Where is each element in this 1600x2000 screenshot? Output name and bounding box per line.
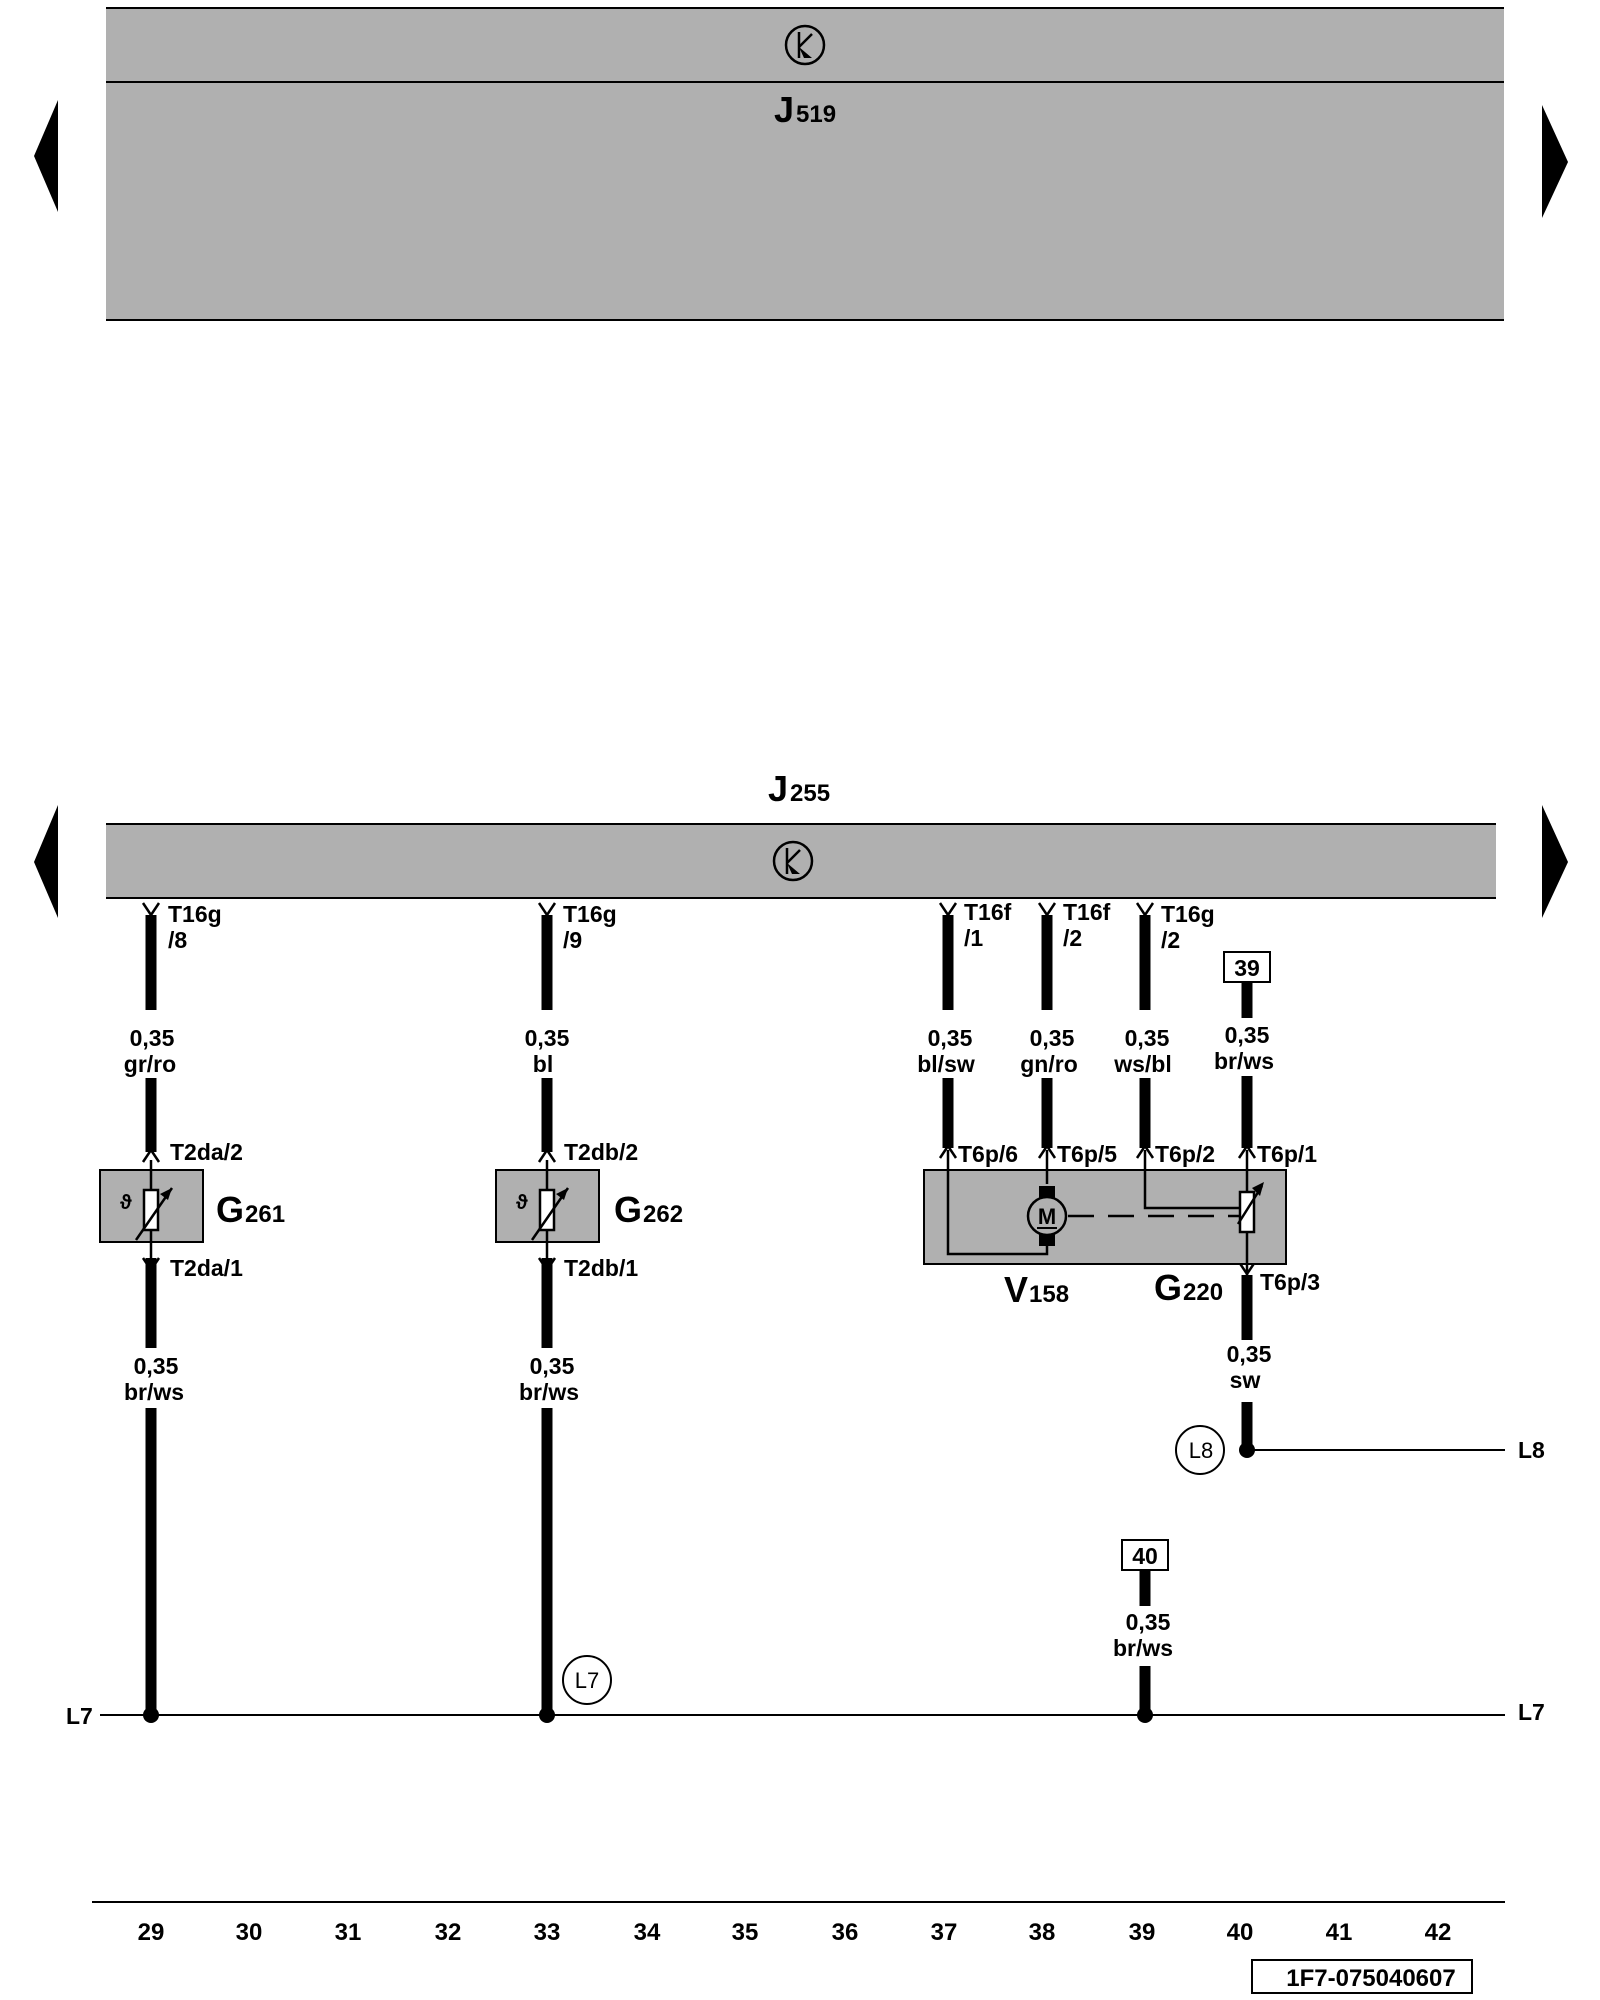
- reference-box-40[interactable]: 40: [1121, 1539, 1169, 1571]
- k-circle-icon: [772, 840, 814, 882]
- bus-label: L7: [1518, 1699, 1545, 1725]
- reference-box-39[interactable]: 39: [1223, 951, 1271, 983]
- wire-cross-section: 0,35: [525, 1025, 570, 1051]
- wire-color: sw: [1230, 1367, 1261, 1393]
- control-unit-label: J255: [768, 768, 830, 809]
- component-label: G262: [614, 1189, 683, 1230]
- ground-connection-l8: L8 L8: [1175, 1425, 1545, 1475]
- svg-text:ϑ: ϑ: [516, 1192, 528, 1214]
- column-number: 38: [1029, 1919, 1056, 1946]
- connector-label: /1: [964, 925, 983, 951]
- wire-cross-section: 0,35: [1030, 1025, 1075, 1051]
- component-label: G261: [216, 1189, 285, 1230]
- column-number: 35: [732, 1919, 759, 1946]
- sensor-g261: ϑ G261: [99, 1160, 285, 1258]
- column-ruler: 29 30 31 32 33 34 35 36 37 38 39 40 41 4…: [92, 1901, 1505, 1946]
- wire-color: gr/ro: [124, 1051, 176, 1077]
- component-label: G220: [1154, 1267, 1223, 1308]
- wire-cross-section: 0,35: [928, 1025, 973, 1051]
- motor-icon: M: [1026, 1195, 1068, 1237]
- column-number: 30: [236, 1919, 263, 1946]
- connector-label: /2: [1161, 927, 1180, 953]
- control-unit-j255: J255: [106, 768, 1496, 899]
- column-number: 29: [138, 1919, 165, 1946]
- wire-color: br/ws: [1214, 1048, 1274, 1074]
- wire-cross-section: 0,35: [134, 1353, 179, 1379]
- column-number: 36: [832, 1919, 859, 1946]
- wire-color: bl: [533, 1051, 553, 1077]
- wire-color: br/ws: [1113, 1635, 1173, 1661]
- wire-cross-section: 0,35: [530, 1353, 575, 1379]
- column-number: 42: [1425, 1919, 1452, 1946]
- bus-label: L8: [1518, 1437, 1545, 1463]
- connector-label: T6p/2: [1155, 1141, 1215, 1167]
- sensor-g262: ϑ G262: [495, 1160, 683, 1258]
- column-number: 37: [931, 1919, 958, 1946]
- wire-color: br/ws: [124, 1379, 184, 1405]
- connector-label: T16g: [1161, 901, 1215, 927]
- wires: [145, 915, 1253, 1715]
- next-page-arrow[interactable]: [1542, 105, 1568, 218]
- prev-page-arrow-lower[interactable]: [34, 805, 58, 918]
- connector-label: /8: [168, 927, 187, 953]
- potentiometer-icon: [1236, 1150, 1264, 1276]
- ground-point-label: L8: [1189, 1438, 1213, 1463]
- connector-label: T16f: [964, 899, 1012, 925]
- connector-label: T6p/5: [1057, 1141, 1117, 1167]
- svg-text:ϑ: ϑ: [120, 1192, 132, 1214]
- k-circle-icon: [784, 24, 826, 66]
- wire-color: br/ws: [519, 1379, 579, 1405]
- column-number: 32: [435, 1919, 462, 1946]
- actuator-v158-g220: M V158 G220: [923, 1150, 1287, 1310]
- ground-bus-l7: L7 L7 L7: [66, 1655, 1545, 1729]
- component-label: V158: [1004, 1269, 1069, 1310]
- wire-color: ws/bl: [1113, 1051, 1172, 1077]
- column-number: 34: [634, 1919, 661, 1946]
- wire-color: gn/ro: [1020, 1051, 1078, 1077]
- control-unit-label: J519: [774, 89, 836, 130]
- wire-cross-section: 0,35: [1126, 1609, 1171, 1635]
- prev-page-arrow[interactable]: [34, 100, 58, 212]
- column-number: 31: [335, 1919, 362, 1946]
- control-unit-j519: J519: [106, 7, 1504, 321]
- connector-label: T2da/2: [170, 1139, 243, 1165]
- connector-label: T6p/3: [1260, 1269, 1320, 1295]
- connector-label: T2db/1: [564, 1255, 638, 1281]
- connector-label: /9: [563, 927, 582, 953]
- next-page-arrow-lower[interactable]: [1542, 805, 1568, 918]
- connector-label: T6p/6: [958, 1141, 1018, 1167]
- connector-label: T6p/1: [1257, 1141, 1317, 1167]
- connector-label: T16g: [168, 901, 222, 927]
- ground-point-label: L7: [575, 1668, 599, 1693]
- column-number: 33: [534, 1919, 561, 1946]
- svg-text:M: M: [1038, 1204, 1056, 1229]
- column-number: 40: [1227, 1919, 1254, 1946]
- wire-cross-section: 0,35: [1227, 1341, 1272, 1367]
- wire-cross-section: 0,35: [1225, 1022, 1270, 1048]
- document-id: 1F7-075040607: [1251, 1959, 1473, 1994]
- svg-text:39: 39: [1234, 955, 1260, 981]
- connector-label: /2: [1063, 925, 1082, 951]
- wire-cross-section: 0,35: [130, 1025, 175, 1051]
- connector-label: T2da/1: [170, 1255, 243, 1281]
- wire-color: bl/sw: [917, 1051, 975, 1077]
- svg-text:1F7-075040607: 1F7-075040607: [1286, 1965, 1455, 1992]
- bus-label: L7: [66, 1703, 93, 1729]
- connector-label: T16g: [563, 901, 617, 927]
- connector-label: T16f: [1063, 899, 1111, 925]
- connector-label: T2db/2: [564, 1139, 638, 1165]
- wire-cross-section: 0,35: [1125, 1025, 1170, 1051]
- pin-markers: [141, 902, 1257, 1277]
- column-number: 41: [1326, 1919, 1353, 1946]
- svg-text:40: 40: [1132, 1543, 1158, 1569]
- column-number: 39: [1129, 1919, 1156, 1946]
